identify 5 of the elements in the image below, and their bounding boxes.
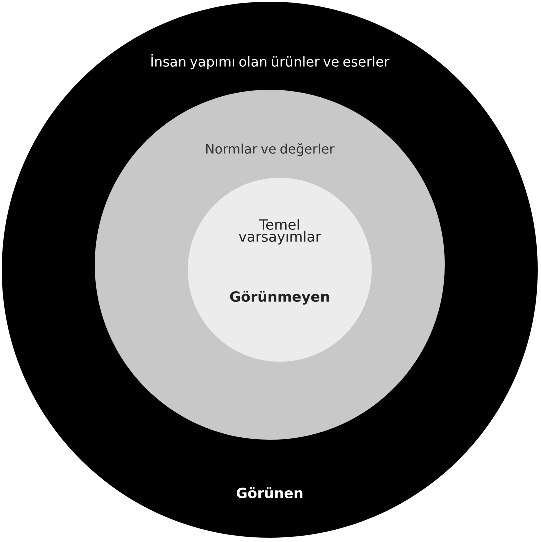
ring-label: İnsan yapımı olan ürünler ve eserler	[152, 54, 390, 70]
circle-label: Görünmeyen	[230, 291, 330, 305]
ring-label: Normlar ve değerler	[206, 144, 335, 156]
circle-label: Temel varsayımlar	[239, 219, 322, 245]
ring-label: Görünen	[236, 487, 303, 499]
